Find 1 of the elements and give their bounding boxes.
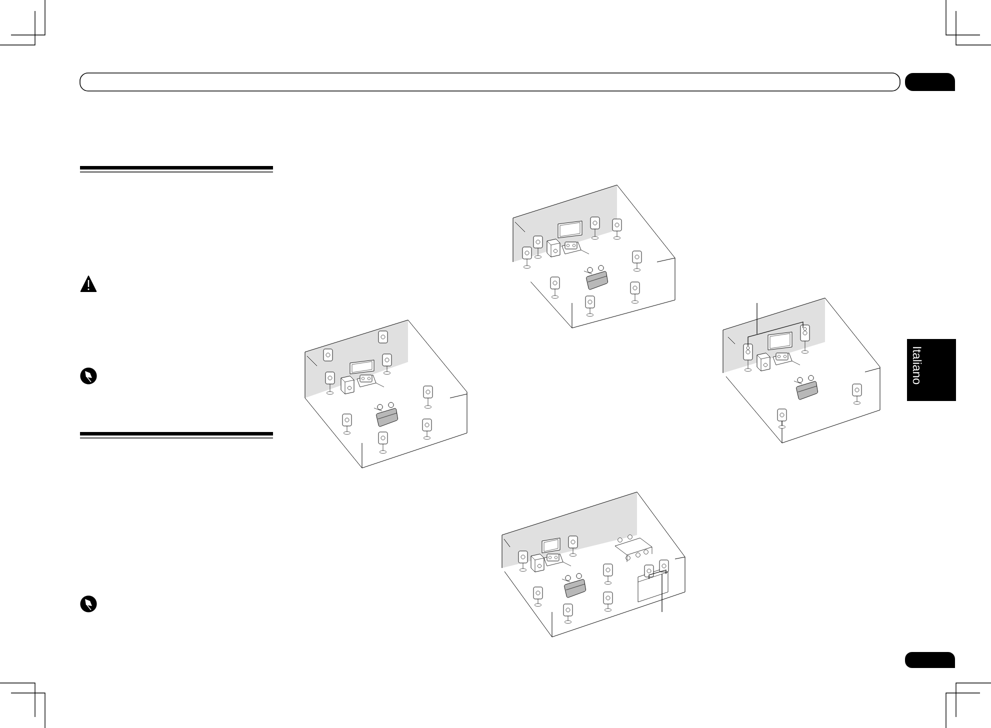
language-tab: Italiano xyxy=(907,338,956,401)
